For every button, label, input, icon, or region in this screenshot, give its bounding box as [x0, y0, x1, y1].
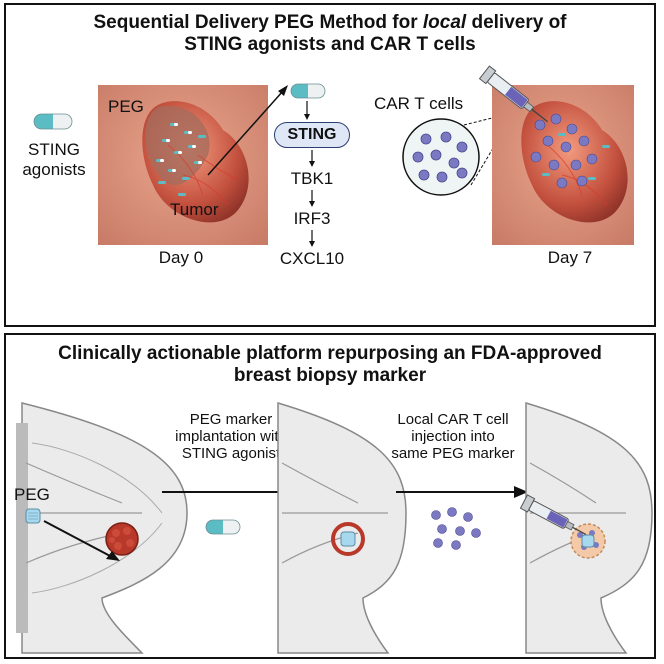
breast-illustration-2: [277, 401, 407, 654]
pathway-cxcl10: CXCL10: [279, 249, 345, 268]
bottom-title-line1: Clinically actionable platform repurposi…: [58, 343, 602, 364]
top-panel: Sequential Delivery PEG Method for local…: [4, 3, 656, 327]
pathway-capsule-icon: [290, 83, 326, 99]
top-title-line2: STING agonists and CAR T cells: [184, 34, 476, 55]
sting-box: STING: [274, 122, 350, 148]
step2-arrow-icon: [396, 486, 528, 498]
syringe-icon: [478, 65, 548, 123]
arrow-down-icon: [309, 230, 315, 247]
breast-illustration-1: [16, 402, 188, 654]
bottom-title-line2: breast biopsy marker: [233, 365, 427, 386]
top-title: Sequential Delivery PEG Method for local…: [6, 12, 654, 56]
car-t-label: CAR T cells: [374, 94, 464, 113]
day0-tissue-image: [98, 85, 288, 245]
arrow-down-icon: [309, 190, 315, 207]
bottom-peg-label: PEG: [14, 485, 50, 504]
peg-marker-icon: [25, 508, 120, 561]
pathway-tbk1: TBK1: [290, 169, 334, 188]
day7-tissue-image: [492, 85, 634, 245]
day0-label: Day 0: [158, 248, 204, 267]
bottom-capsule-icon: [205, 519, 241, 535]
bottom-panel: Clinically actionable platform repurposi…: [4, 333, 656, 659]
bottom-title: Clinically actionable platform repurposi…: [6, 343, 654, 387]
top-title-part2: delivery of: [466, 12, 567, 33]
sting-capsule-icon: [33, 113, 73, 130]
top-title-italic: local: [422, 12, 467, 33]
arrow-down-icon: [304, 101, 310, 120]
bottom-car-t-cells-icon: [431, 507, 481, 550]
top-title-part1: Sequential Delivery PEG Method for: [93, 12, 423, 33]
breast-illustration-3: [519, 401, 653, 654]
pathway-irf3: IRF3: [293, 209, 331, 228]
arrow-down-icon: [309, 150, 315, 167]
peg-label: PEG: [108, 97, 144, 116]
tumor-label: Tumor: [170, 200, 219, 219]
car-t-magnified-circle: [402, 116, 502, 196]
day7-label: Day 7: [547, 248, 593, 267]
